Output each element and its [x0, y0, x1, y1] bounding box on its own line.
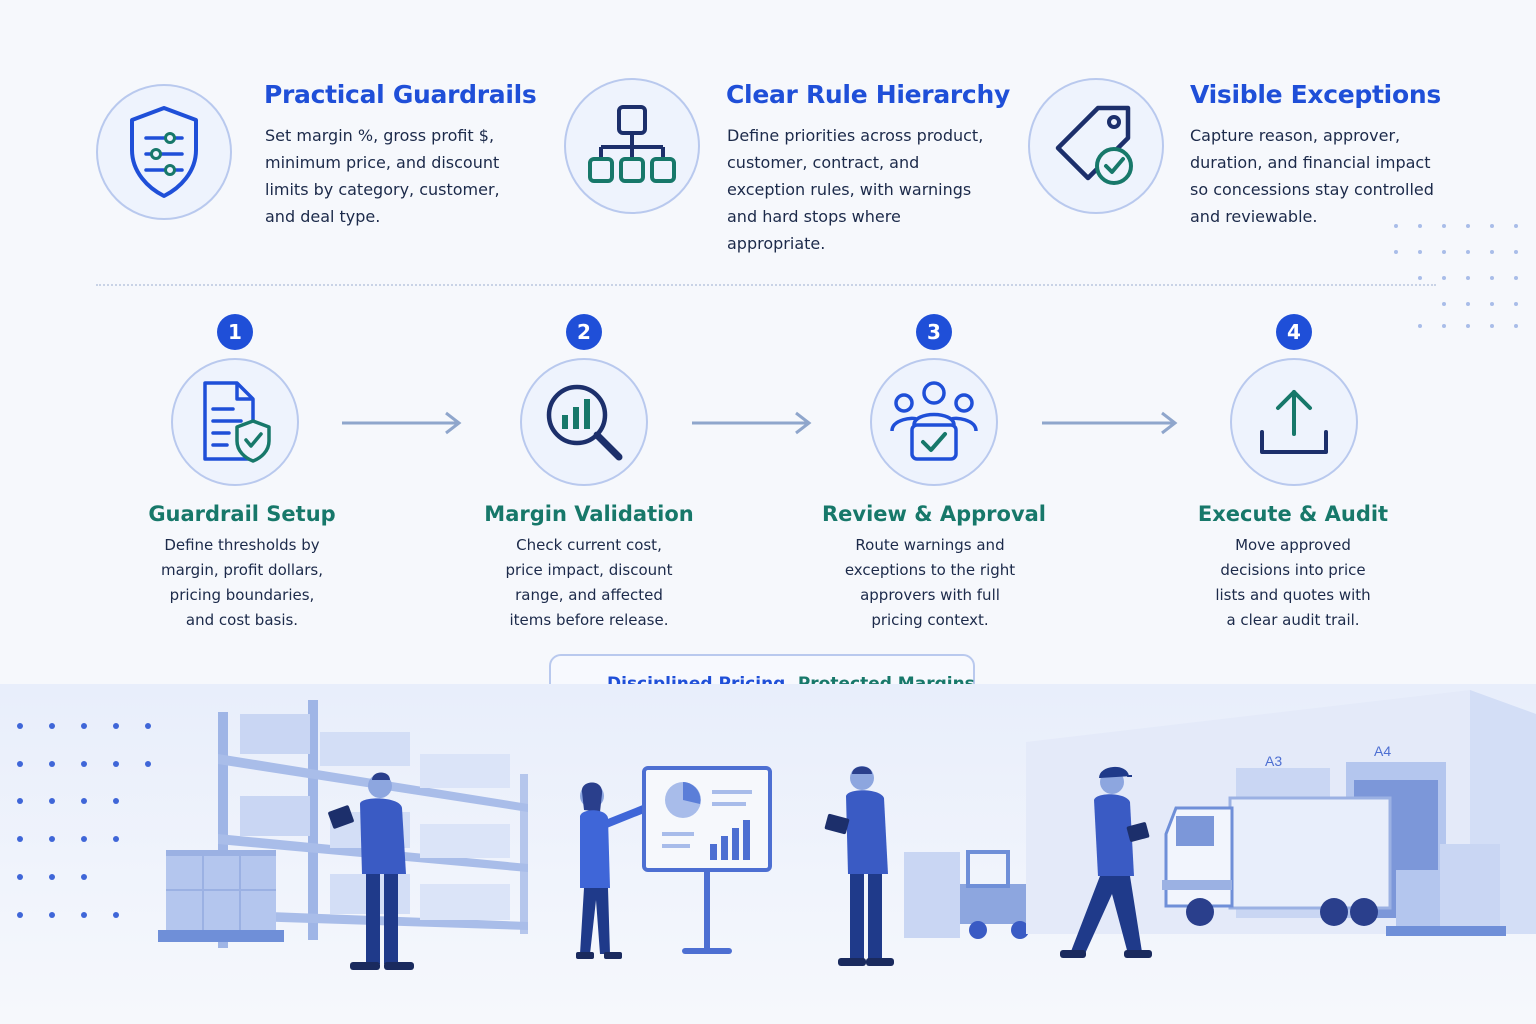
section-divider	[96, 284, 1436, 286]
step-title: Margin Validation	[484, 502, 694, 526]
forklift	[904, 850, 1030, 939]
step-description-line: Route warnings and	[855, 536, 1005, 554]
document-shield-icon	[171, 358, 299, 486]
feature-title: Clear Rule Hierarchy	[726, 80, 1010, 109]
step-description-line: range, and affected	[515, 586, 663, 604]
worker-walking	[1060, 767, 1152, 958]
step-description-line: Define thresholds by	[164, 536, 320, 554]
flow-arrow	[692, 411, 812, 435]
step-number-badge: 2	[566, 314, 602, 350]
feature-title: Practical Guardrails	[264, 80, 537, 109]
step-description-line: margin, profit dollars,	[160, 561, 324, 579]
flow-arrow	[342, 411, 462, 435]
step-description-line: and cost basis.	[185, 611, 299, 629]
worker-presenting	[576, 782, 650, 959]
magnifier-chart-icon	[520, 358, 648, 486]
hierarchy-icon	[564, 78, 700, 214]
feature-description-line: and reviewable.	[1190, 207, 1318, 226]
step-title: Review & Approval	[821, 502, 1047, 526]
step-description: Route warnings and exceptions to the rig…	[800, 533, 1060, 633]
shield-sliders-icon	[96, 84, 232, 220]
step-number-badge: 1	[217, 314, 253, 350]
step-title: Guardrail Setup	[148, 502, 336, 526]
feature-title: Visible Exceptions	[1190, 80, 1441, 109]
worker-with-tablet	[824, 766, 894, 966]
dock-label-a3: A3	[1265, 753, 1282, 769]
dock-label-a4: A4	[1374, 743, 1391, 759]
feature-description-line: minimum price, and discount	[265, 153, 500, 172]
step-description: Define thresholds by margin, profit doll…	[112, 533, 372, 633]
feature-description-line: duration, and financial impact	[1190, 153, 1431, 172]
step-description-line: approvers with full	[860, 586, 1000, 604]
step-title: Execute & Audit	[1197, 502, 1389, 526]
step-description-line: a clear audit trail.	[1226, 611, 1360, 629]
pallet-stack	[158, 850, 284, 942]
step-number-badge: 4	[1276, 314, 1312, 350]
warehouse-illustration: A3 A4	[0, 684, 1536, 1024]
step-description-line: lists and quotes with	[1215, 586, 1371, 604]
delivery-truck	[1162, 796, 1392, 926]
step-description: Check current cost, price impact, discou…	[459, 533, 719, 633]
feature-description-line: Set margin %, gross profit $,	[265, 126, 495, 145]
upload-icon	[1230, 358, 1358, 486]
feature-description-line: and deal type.	[265, 207, 381, 226]
step-description-line: decisions into price	[1220, 561, 1366, 579]
step-description-line: pricing boundaries,	[169, 586, 315, 604]
feature-description-line: Define priorities across product,	[727, 126, 984, 145]
decorative-dot-grid	[17, 723, 151, 918]
step-number-badge: 3	[916, 314, 952, 350]
tag-check-icon	[1028, 78, 1164, 214]
feature-description-line: customer, contract, and	[727, 153, 920, 172]
feature-description-line: exception rules, with warnings	[727, 180, 972, 199]
pallet-stack	[1386, 844, 1506, 936]
feature-description-line: limits by category, customer,	[265, 180, 500, 199]
feature-description: Capture reason, approver, duration, and …	[1190, 122, 1470, 230]
step-description: Move approved decisions into price lists…	[1163, 533, 1423, 633]
worker-with-tablet	[328, 772, 414, 970]
step-description-line: pricing context.	[871, 611, 989, 629]
flow-arrow	[1042, 411, 1178, 435]
step-description-line: price impact, discount	[505, 561, 673, 579]
feature-description-line: Capture reason, approver,	[1190, 126, 1401, 145]
step-description-line: exceptions to the right	[844, 561, 1016, 579]
feature-description-line: so concessions stay controlled	[1190, 180, 1434, 199]
presentation-board-icon	[642, 766, 772, 954]
feature-description-line: appropriate.	[727, 234, 826, 253]
feature-description: Define priorities across product, custom…	[727, 122, 1017, 257]
feature-description: Set margin %, gross profit $, minimum pr…	[265, 122, 535, 230]
decorative-dot-grid	[1394, 224, 1518, 328]
step-description-line: Check current cost,	[516, 536, 662, 554]
step-description-line: items before release.	[509, 611, 669, 629]
step-description-line: Move approved	[1235, 536, 1351, 554]
team-check-icon	[870, 358, 998, 486]
feature-description-line: and hard stops where	[727, 207, 901, 226]
